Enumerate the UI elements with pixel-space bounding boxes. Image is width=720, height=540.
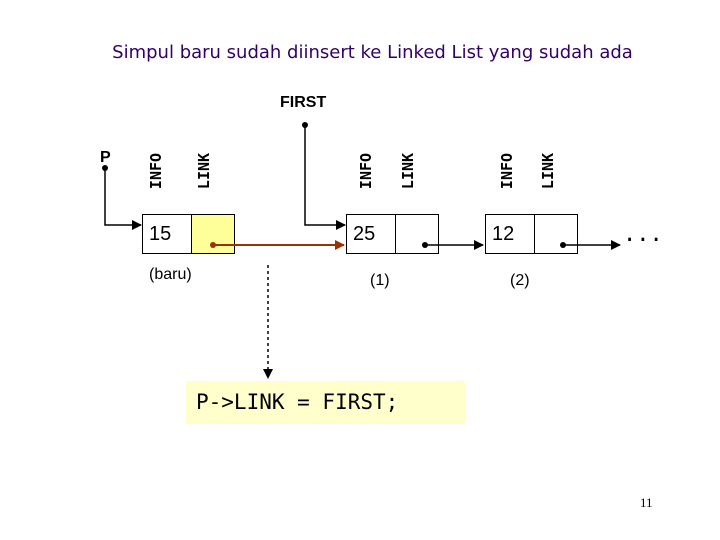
- node1-link-cell: [191, 214, 235, 254]
- node1-caption: (baru): [149, 266, 192, 283]
- node2-caption: (1): [370, 272, 390, 289]
- node3-to-next-arrow: [560, 240, 621, 250]
- node2-to-node3-arrow: [422, 240, 484, 250]
- node3-link-cell: [534, 214, 578, 254]
- page-number: 11: [640, 495, 653, 510]
- node1-info-cell: 15: [142, 214, 192, 254]
- code-statement: P->LINK = FIRST;: [186, 381, 465, 424]
- new-link-arrow: [210, 240, 345, 250]
- node3-info-cell: 12: [485, 214, 535, 254]
- p-label: P: [100, 149, 111, 166]
- first-label: FIRST: [280, 94, 327, 111]
- first-pointer-arrow: [302, 122, 346, 230]
- slide-title: Simpul baru sudah diinsert ke Linked Lis…: [112, 42, 633, 63]
- node2-link-cell: [395, 214, 439, 254]
- p-pointer-arrow: [102, 165, 142, 230]
- continuation-ellipsis: ...: [623, 222, 663, 247]
- node3-caption: (2): [510, 272, 530, 289]
